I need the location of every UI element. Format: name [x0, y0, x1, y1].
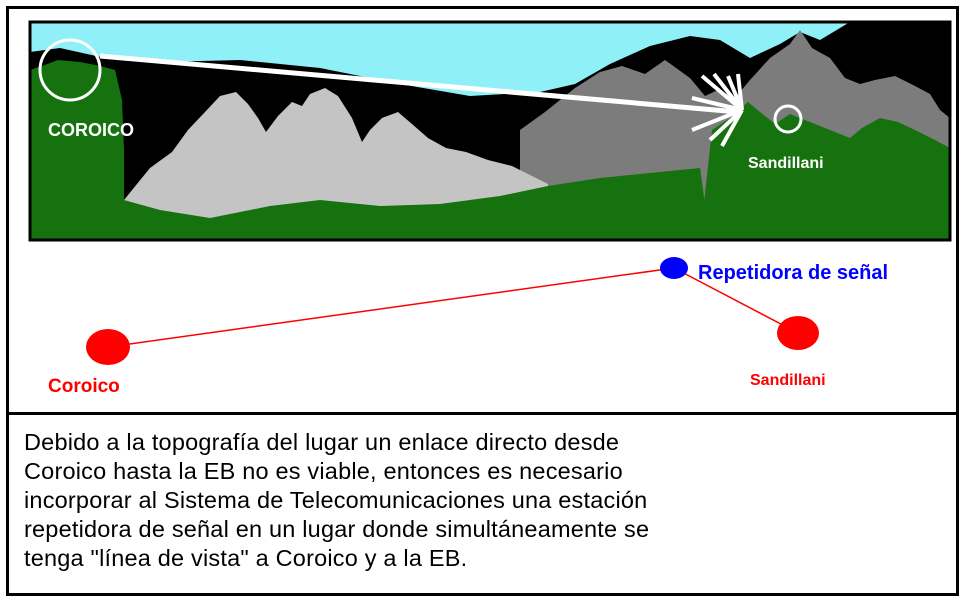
caption-line: Coroico hasta la EB no es viable, entonc… [24, 458, 623, 484]
link-coroico-repeater [107, 267, 675, 348]
caption-line: Debido a la topografía del lugar un enla… [24, 429, 620, 455]
landscape-panel: COROICO Sandillani [30, 22, 950, 240]
landscape-destination-label: Sandillani [748, 155, 824, 172]
caption-divider [6, 412, 959, 415]
coroico-marker [38, 38, 102, 102]
schematic-destination-label: Sandillani [750, 372, 826, 389]
link-schematic: Coroico Repetidora de señal Sandillani [48, 257, 888, 397]
blocked-signal-burst [691, 72, 744, 147]
green-hill-left [30, 60, 124, 240]
sandillani-station-dot [777, 316, 819, 350]
sandillani-marker [773, 104, 803, 134]
green-valley [124, 168, 710, 240]
caption-line: tenga "línea de vista" a Coroico y a la … [24, 545, 468, 571]
green-hill-right [700, 102, 950, 240]
caption-line: repetidora de señal en un lugar donde si… [24, 516, 650, 542]
coroico-station-dot [86, 329, 130, 365]
landscape-border [28, 20, 952, 242]
repeater-dot [660, 257, 688, 279]
caption-line: incorporar al Sistema de Telecomunicacio… [24, 487, 648, 513]
line-of-sight [99, 53, 739, 115]
link-repeater-sandillani [673, 267, 799, 334]
schematic-repeater-label: Repetidora de señal [698, 262, 888, 284]
light-mountains [124, 88, 548, 240]
landscape-origin-label: COROICO [48, 120, 134, 140]
schematic-origin-label: Coroico [48, 376, 120, 397]
caption-text: Debido a la topografía del lugar un enla… [24, 428, 944, 573]
figure-frame [6, 6, 959, 596]
